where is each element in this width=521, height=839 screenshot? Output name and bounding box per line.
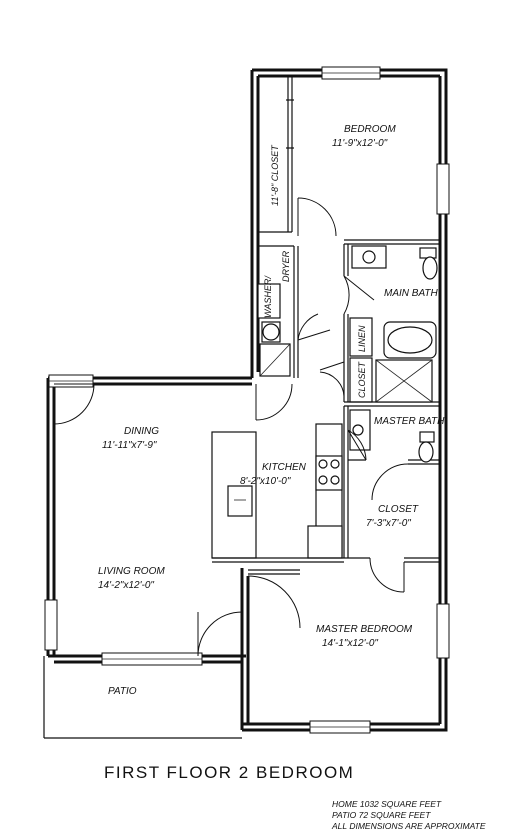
living-room-name: LIVING ROOM <box>98 566 165 577</box>
interior-walls <box>211 76 440 575</box>
bedroom-name: BEDROOM <box>344 124 396 135</box>
master-closet-dims: 7'-3"x7'-0" <box>366 518 411 529</box>
master-bedroom-name: MASTER BEDROOM <box>316 624 413 635</box>
kitchen-name: KITCHEN <box>262 462 307 473</box>
master-bedroom-dims: 14'-1"x12'-0" <box>322 638 378 649</box>
home-area-note: HOME 1032 SQUARE FEET <box>332 799 442 809</box>
closet-top-label: 11'-8" CLOSET <box>270 144 280 206</box>
master-bath-label: MASTER BATH <box>374 416 445 427</box>
living-room-dims: 14'-2"x12'-0" <box>98 580 154 591</box>
windows <box>44 66 450 734</box>
small-closet-label: CLOSET <box>357 360 367 398</box>
room-labels: BEDROOM 11'-9"x12'-0" 11'-8" CLOSET WASH… <box>98 124 445 697</box>
dining-name: DINING <box>124 426 159 437</box>
dining-dims: 11'-11"x7'-9" <box>102 440 157 451</box>
main-bath-label: MAIN BATH <box>384 288 438 299</box>
dryer-label: DRYER <box>281 250 291 282</box>
patio-area <box>43 656 242 739</box>
linen-label: LINEN <box>357 325 367 352</box>
plan-title: FIRST FLOOR 2 BEDROOM <box>104 763 354 782</box>
doors <box>53 197 409 657</box>
kitchen-dims: 8'-2"x10'-0" <box>240 476 291 487</box>
patio-label: PATIO <box>108 686 137 697</box>
washer-label: WASHER/ <box>263 275 273 318</box>
bedroom-dims: 11'-9"x12'-0" <box>332 138 388 149</box>
dimensions-disclaimer: ALL DIMENSIONS ARE APPROXIMATE <box>331 821 486 831</box>
bath-fixtures <box>227 245 438 517</box>
master-closet-name: CLOSET <box>378 504 419 515</box>
patio-area-note: PATIO 72 SQUARE FEET <box>332 810 431 820</box>
